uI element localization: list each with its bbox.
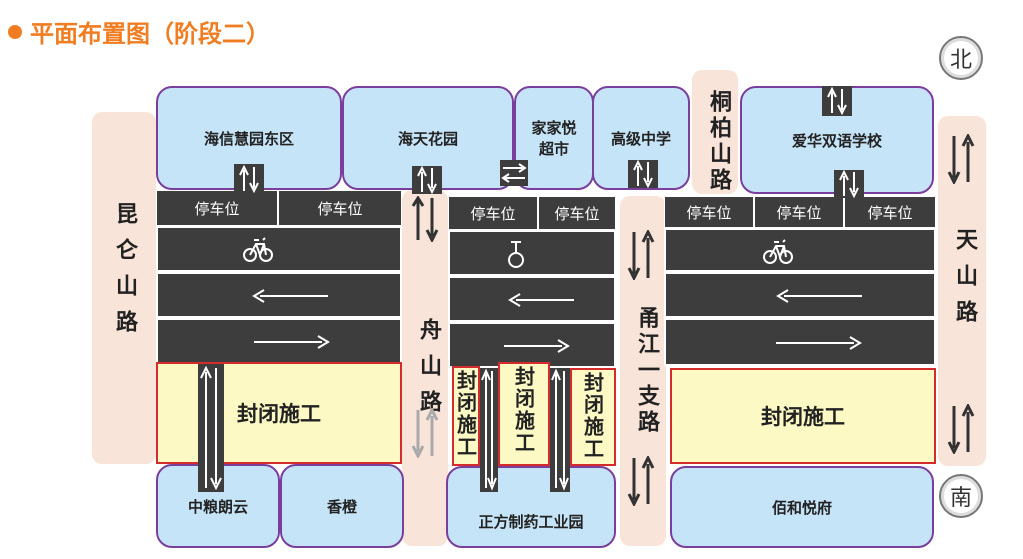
parking-spot: 停车位 [754,196,844,228]
building-xiangcheng: 香橙 [280,464,404,548]
building-baihe: 佰和悦府 [670,466,934,548]
two-way-arrow-icon [417,166,437,194]
south-label: 南 [949,486,972,511]
parking-spot: 停车位 [278,190,402,226]
page-title: 平面布置图（阶段二） [8,14,270,49]
two-way-arrow-icon [200,365,222,491]
road-label-kunlun: 昆仑山路 [112,202,137,346]
building-zhengfang: 正方制药工业园 [446,466,616,548]
eastbound-lane [664,318,936,366]
two-way-arrow-icon [481,368,497,491]
parking-spot: 停车位 [156,190,278,226]
arrow-right-icon [776,336,862,350]
two-way-arrow-icon [633,160,653,188]
road-direction-arrow-icon [627,456,655,506]
page-title-text: 平面布置图（阶段二） [30,20,270,48]
road-label-tongbai: 桐柏山路 [706,90,731,194]
entrance-arrow [628,160,658,188]
road-direction-arrow-icon [947,134,975,184]
north-label: 北 [949,48,972,73]
road-direction-arrow-icon [947,404,975,454]
two-way-arrow-icon [839,170,859,198]
westbound-lane [448,276,616,322]
arrow-left-icon [252,289,328,303]
closed-construction-zone: 封闭施工 [498,362,550,466]
entrance-arrow [834,170,864,198]
closed-construction-zone: 封闭施工 [452,366,480,466]
closed-construction-zone: 封闭施工 [156,362,402,464]
two-way-arrow-icon [827,86,847,116]
two-way-arrow-icon [239,164,259,194]
south-compass: 南 [939,474,983,518]
eastbound-lane [156,318,402,364]
parking-spot: 停车位 [844,196,936,228]
entrance-arrow [234,164,264,194]
road-tongbai: 桐柏山路 [692,70,738,194]
westbound-lane [156,272,402,318]
road-direction-arrow-icon [411,408,439,458]
bike-lane [664,228,936,272]
arrow-right-icon [254,335,330,349]
road-label-yongjiang: 甬江一支路 [634,306,659,436]
road-label-tianshan: 天山路 [952,228,977,336]
bicycle-icon [763,239,793,264]
road-zhoushan: 舟山路 [402,190,448,546]
two-way-arrow-icon [551,368,569,491]
arrow-right-icon [504,339,570,353]
road-tianshan: 天山路 [938,116,986,466]
bike-lane [156,226,402,272]
westbound-lane [664,272,936,318]
two-way-passage [480,368,498,492]
bike-lane [448,230,616,276]
bullet-dot-icon [8,24,22,39]
road-yongjiang: 甬江一支路 [620,196,666,546]
road-label-zhoushan: 舟山路 [416,318,441,426]
two-way-passage [198,364,224,492]
arrow-left-icon [508,293,574,307]
road-direction-arrow-icon [411,196,439,242]
arrow-left-icon [776,289,862,303]
parking-spot: 停车位 [448,196,538,230]
parking-spot: 停车位 [538,196,616,230]
bicycle-icon [508,241,524,268]
entrance-arrow [500,160,528,186]
closed-construction-zone: 封闭施工 [670,368,936,464]
two-way-passage [550,368,570,492]
parking-spot: 停车位 [664,196,754,228]
road-kunlun: 昆仑山路 [92,112,156,464]
closed-construction-zone: 封闭施工 [570,368,616,466]
two-way-arrow-icon [501,163,527,183]
road-direction-arrow-icon [627,230,655,280]
entrance-arrow [822,86,852,116]
bicycle-icon [243,237,273,262]
entrance-arrow [412,166,442,194]
north-compass: 北 [939,36,983,80]
